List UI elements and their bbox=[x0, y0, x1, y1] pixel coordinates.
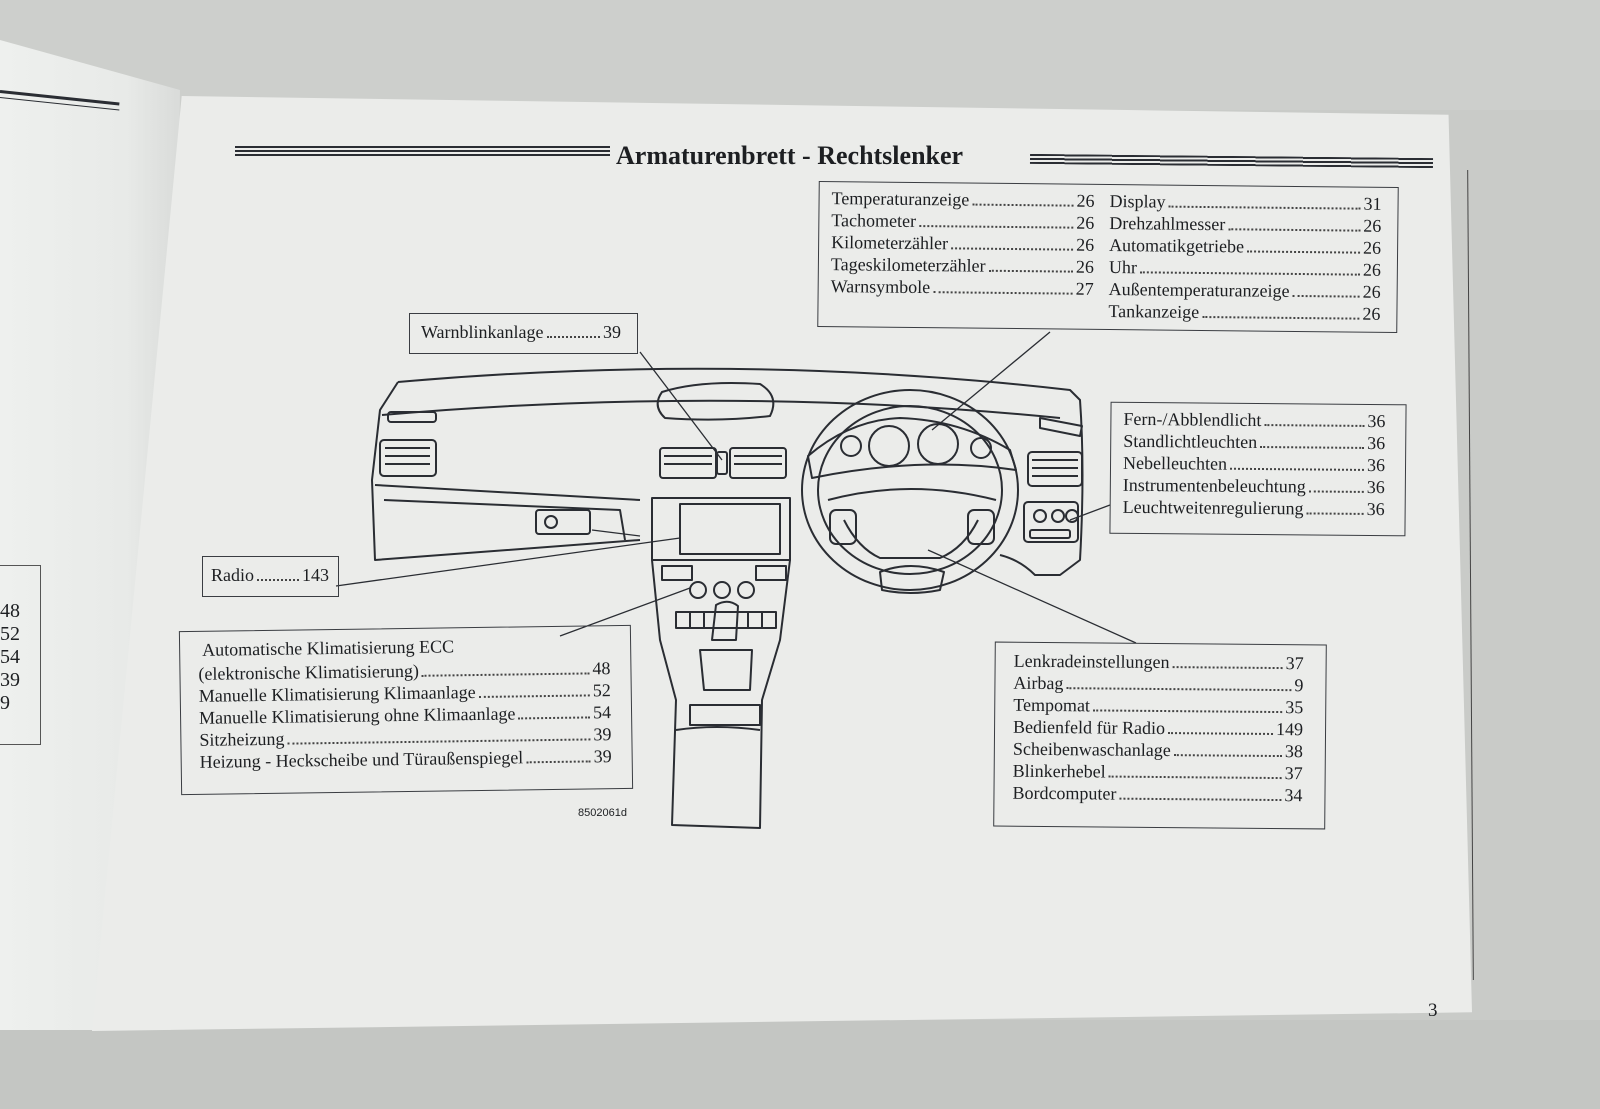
table-background bbox=[0, 0, 1600, 110]
climate-reference-box: Automatische Klimatisierung ECC (elektro… bbox=[178, 624, 634, 796]
left-page-number: 48 bbox=[0, 600, 20, 622]
left-page-number: 39 bbox=[0, 669, 20, 691]
figure-code: 8502061d bbox=[578, 807, 627, 819]
manual-page bbox=[92, 96, 1472, 1031]
left-page-number: 52 bbox=[0, 623, 20, 645]
left-page-number: 54 bbox=[0, 646, 20, 668]
page-number: 3 bbox=[1428, 1000, 1438, 1021]
list-item: Heizung - Heckscheibe und Türaußenspiege… bbox=[199, 746, 612, 772]
page-title: Armaturenbrett - Rechtslenker bbox=[616, 141, 964, 170]
title-rule-left bbox=[235, 146, 610, 156]
left-page-box bbox=[0, 565, 41, 745]
climate-heading: Automatische Klimatisierung ECC bbox=[202, 636, 455, 660]
table-background-bottom bbox=[0, 1020, 1600, 1109]
left-page-numbers: 48 52 54 39 9 bbox=[0, 600, 20, 715]
left-page-number: 9 bbox=[0, 692, 10, 714]
